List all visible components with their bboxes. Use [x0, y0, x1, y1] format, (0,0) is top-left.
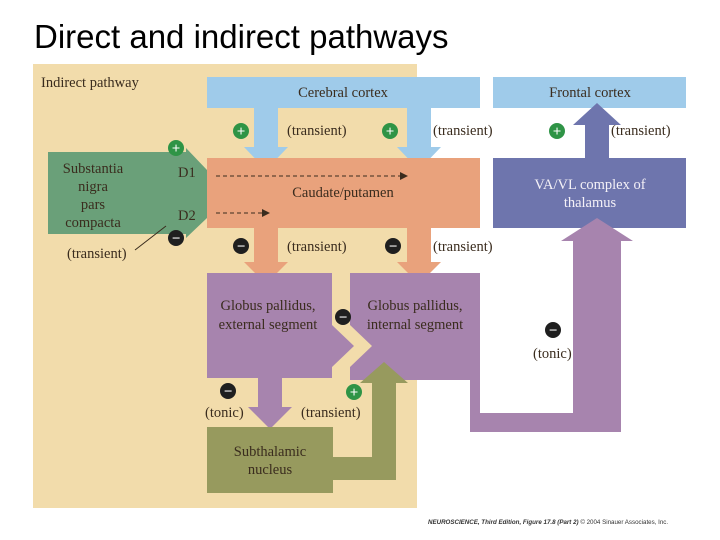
credit-copyright: © 2004 Sinauer Associates, Inc. — [580, 519, 669, 526]
excitatory-sign-icon: + — [233, 123, 249, 140]
svg-text:−: − — [549, 323, 558, 339]
svg-text:+: + — [237, 124, 246, 140]
d2-dashed-arrowhead — [262, 209, 270, 217]
cerebral-cortex-box — [207, 77, 480, 108]
inhibitory-sign-icon: − — [233, 238, 249, 255]
gpi-label-line2: internal segment — [367, 317, 463, 333]
frontal-cortex-box — [493, 77, 686, 108]
gpe-label-line2: external segment — [219, 317, 318, 333]
gpi-box — [350, 218, 633, 432]
gpe-box — [207, 273, 354, 378]
cerebral-cortex-label: Cerebral cortex — [298, 85, 389, 101]
striatum-to-gpi-arrow — [397, 228, 441, 284]
inhibitory-sign-icon: − — [545, 322, 561, 339]
transient-label-snc: (transient) — [67, 246, 127, 262]
excitatory-sign-icon: + — [549, 123, 565, 140]
thalamus-to-frontal-arrow — [573, 103, 621, 158]
stn-label-line1: Subthalamic — [234, 444, 307, 460]
snc-label-line4: compacta — [65, 215, 121, 231]
snc-transient-pointer — [134, 225, 167, 251]
svg-text:+: + — [350, 385, 359, 401]
gpe-label-line1: Globus pallidus, — [220, 298, 315, 314]
inhibitory-sign-icon: − — [335, 309, 351, 326]
svg-text:+: + — [172, 141, 181, 157]
d2-receptor-label: D2 — [178, 208, 196, 224]
svg-text:−: − — [172, 231, 181, 247]
stn-box — [207, 362, 408, 493]
transient-label-stn: (transient) — [301, 405, 361, 421]
transient-label-cortex-1: (transient) — [287, 123, 347, 139]
cortex-to-striatum-arrow-2 — [397, 108, 441, 170]
indirect-pathway-label: Indirect pathway — [41, 75, 140, 91]
caudate-putamen-box — [207, 158, 480, 228]
excitatory-sign-icon: + — [382, 123, 398, 140]
transient-label-striatum-gpe: (transient) — [287, 239, 347, 255]
svg-text:−: − — [237, 239, 246, 255]
excitatory-sign-icon: + — [168, 140, 184, 157]
svg-text:+: + — [386, 124, 395, 140]
svg-text:−: − — [339, 310, 348, 326]
snc-label-line1: Substantia — [63, 161, 124, 177]
frontal-cortex-label: Frontal cortex — [549, 85, 631, 101]
striatum-to-gpe-arrow — [244, 228, 288, 284]
caudate-putamen-label: Caudate/putamen — [292, 185, 394, 201]
inhibitory-sign-icon: − — [220, 383, 236, 400]
stn-label-line2: nucleus — [248, 462, 293, 478]
excitatory-sign-icon: + — [346, 384, 362, 401]
thalamus-label-line2: thalamus — [564, 195, 617, 211]
transient-label-striatum-gpi: (transient) — [433, 239, 493, 255]
transient-label-thalamus: (transient) — [611, 123, 671, 139]
figure-credit: NEUROSCIENCE, Third Edition, Figure 17.8… — [428, 519, 668, 526]
snc-box — [48, 148, 207, 238]
snc-label-line2: nigra — [78, 179, 108, 195]
snc-label-line3: pars — [81, 197, 106, 213]
tonic-label-gpi: (tonic) — [533, 346, 572, 362]
d1-receptor-label: D1 — [178, 165, 196, 181]
inhibitory-sign-icon: − — [168, 230, 184, 247]
transient-label-cortex-2: (transient) — [433, 123, 493, 139]
thalamus-label-line1: VA/VL complex of — [534, 177, 645, 193]
svg-text:−: − — [224, 384, 233, 400]
credit-book: NEUROSCIENCE, Third Edition, Figure 17.8… — [428, 519, 579, 526]
thalamus-box — [493, 158, 686, 228]
inhibitory-sign-icon: − — [385, 238, 401, 255]
svg-text:+: + — [553, 124, 562, 140]
gpe-to-stn-arrow — [248, 378, 292, 429]
cortex-to-striatum-arrow-1 — [244, 108, 288, 170]
gpi-label-line1: Globus pallidus, — [367, 298, 462, 314]
svg-text:−: − — [389, 239, 398, 255]
d1-dashed-arrowhead — [400, 172, 408, 180]
tonic-label-gpe: (tonic) — [205, 405, 244, 421]
slide-title: Direct and indirect pathways — [34, 18, 449, 55]
